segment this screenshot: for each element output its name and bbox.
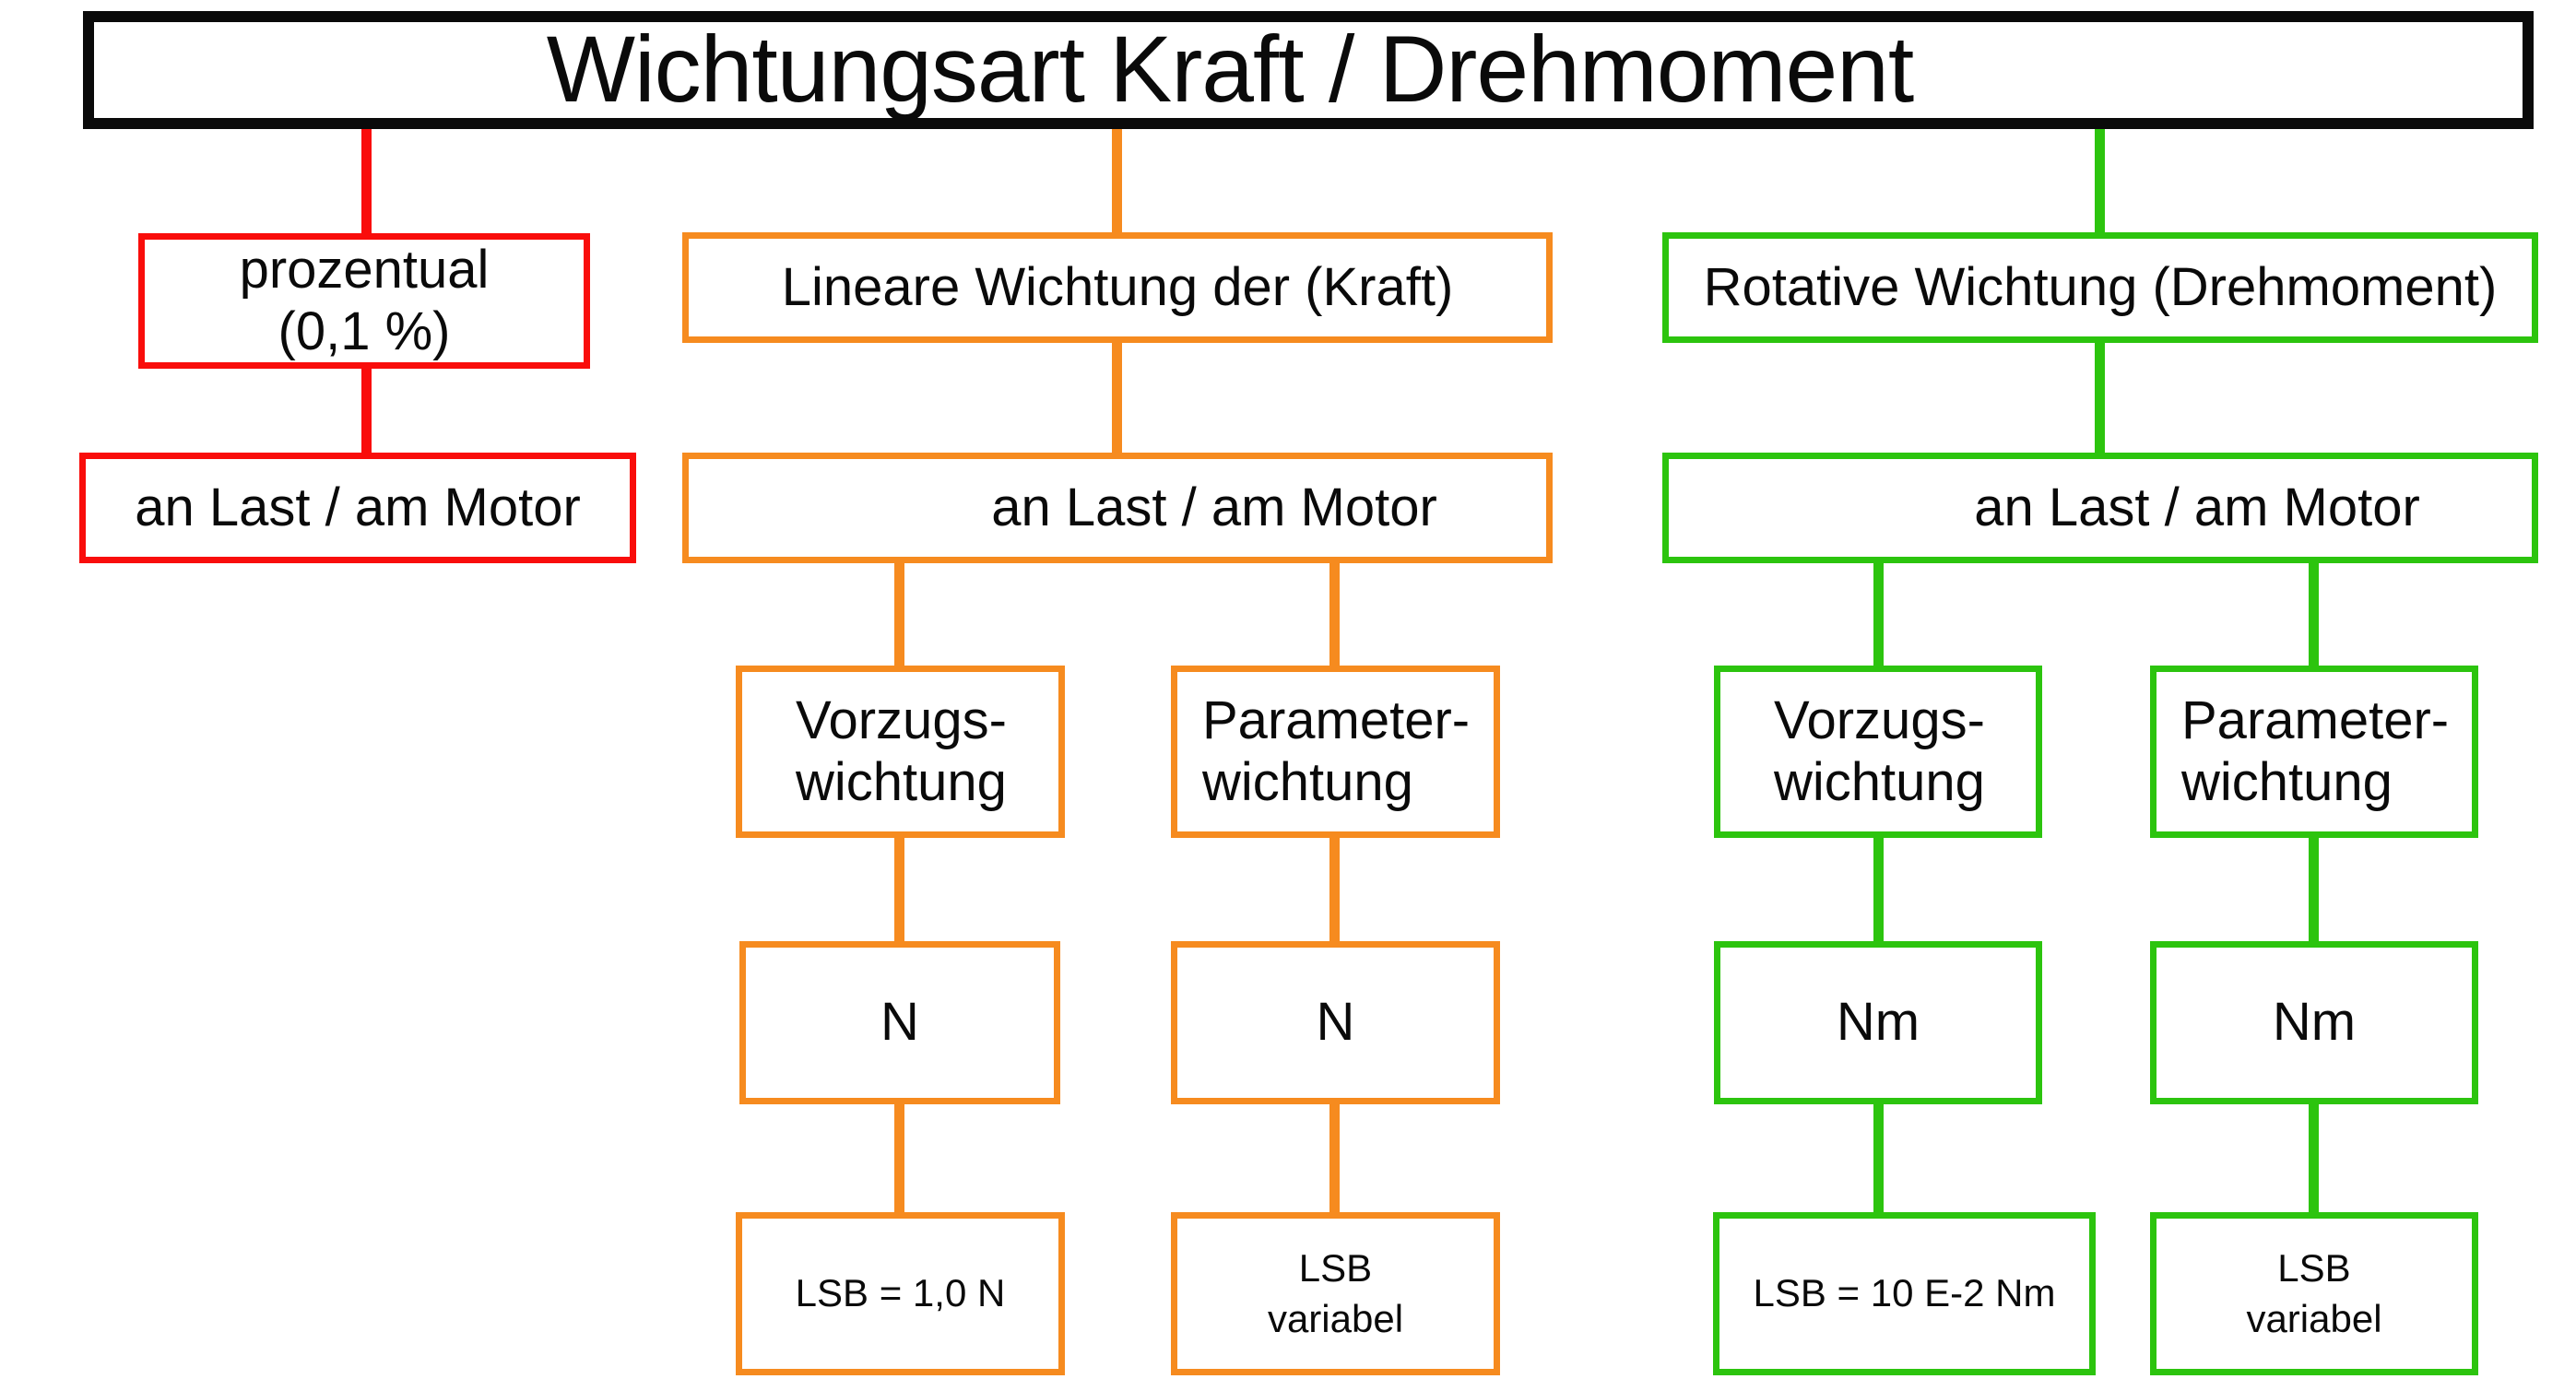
node-green-vorzugswichtung: Vorzugs- wichtung (1714, 666, 2042, 838)
connector-orange-unit-lsb-b (1329, 1104, 1340, 1212)
node-location-green: an Last / am Motor (1662, 453, 2538, 563)
connector-green-unit-lsb-b (2309, 1104, 2319, 1212)
node-green-parameterwichtung-line2: wichtung (2181, 751, 2393, 812)
node-location-red-label: an Last / am Motor (135, 477, 581, 537)
connector-orange-unit-lsb-a (894, 1104, 904, 1212)
node-location-orange-label: an Last / am Motor (991, 477, 1437, 537)
connector-orange-parameter-unit (1329, 838, 1340, 941)
node-orange-lsb-vorzugs-label: LSB = 1,0 N (795, 1271, 1006, 1315)
connector-title-prozentual (361, 129, 372, 233)
node-green-parameterwichtung-line1: Parameter- (2181, 690, 2450, 750)
node-prozentual-line2: (0,1 %) (278, 301, 451, 361)
connector-title-rotativ (2095, 129, 2105, 233)
node-rotative-wichtung: Rotative Wichtung (Drehmoment) (1662, 232, 2538, 343)
node-location-red: an Last / am Motor (79, 453, 636, 563)
node-orange-parameterwichtung: Parameter- wichtung (1171, 666, 1500, 838)
connector-green-vorzugs-unit (1873, 838, 1884, 941)
node-orange-unit-vorzugs: N (739, 941, 1060, 1104)
connector-green-location-parameter (2309, 563, 2319, 666)
connector-prozentual-location (361, 369, 372, 453)
node-green-vorzugswichtung-line1: Vorzugs- (1774, 690, 1985, 750)
node-orange-lsb-parameter-line2: variabel (1267, 1296, 1404, 1340)
connector-rotativ-location (2095, 343, 2105, 453)
connector-orange-vorzugs-unit (894, 838, 904, 941)
node-green-unit-parameter-label: Nm (2272, 992, 2357, 1053)
node-green-unit-vorzugs-label: Nm (1836, 992, 1920, 1053)
connector-green-parameter-unit (2309, 838, 2319, 941)
node-orange-lsb-vorzugs: LSB = 1,0 N (736, 1212, 1065, 1375)
node-orange-unit-vorzugs-label: N (880, 992, 919, 1053)
title-box: Wichtungsart Kraft / Drehmoment (83, 11, 2534, 129)
node-orange-parameterwichtung-line2: wichtung (1202, 751, 1413, 812)
connector-orange-location-vorzugs (894, 563, 904, 666)
node-green-lsb-vorzugs: LSB = 10 E-2 Nm (1713, 1212, 2096, 1375)
connector-linear-location (1112, 343, 1122, 453)
connector-title-linear (1112, 129, 1122, 233)
node-green-parameterwichtung: Parameter- wichtung (2150, 666, 2478, 838)
node-orange-vorzugswichtung-line2: wichtung (796, 751, 1007, 812)
node-green-lsb-parameter-line1: LSB (2277, 1245, 2351, 1290)
node-green-vorzugswichtung-line2: wichtung (1774, 751, 1985, 812)
node-lineare-wichtung: Lineare Wichtung der (Kraft) (682, 232, 1553, 343)
node-green-lsb-vorzugs-label: LSB = 10 E-2 Nm (1753, 1271, 2056, 1315)
page-title: Wichtungsart Kraft / Drehmoment (546, 17, 1915, 123)
node-prozentual: prozentual (0,1 %) (138, 233, 590, 369)
node-prozentual-line1: prozentual (239, 239, 490, 300)
node-rotative-wichtung-label: Rotative Wichtung (Drehmoment) (1703, 256, 2498, 317)
node-location-orange: an Last / am Motor (682, 453, 1553, 563)
connector-orange-location-parameter (1329, 563, 1340, 666)
node-orange-vorzugswichtung: Vorzugs- wichtung (736, 666, 1065, 838)
node-green-unit-vorzugs: Nm (1714, 941, 2042, 1104)
node-orange-unit-parameter: N (1171, 941, 1500, 1104)
node-green-unit-parameter: Nm (2150, 941, 2478, 1104)
node-orange-parameterwichtung-line1: Parameter- (1202, 690, 1471, 750)
connector-green-unit-lsb-a (1873, 1104, 1884, 1212)
node-green-lsb-parameter: LSB variabel (2150, 1212, 2478, 1375)
node-orange-lsb-parameter-line1: LSB (1298, 1245, 1373, 1290)
node-location-green-label: an Last / am Motor (1974, 477, 2420, 537)
node-orange-lsb-parameter: LSB variabel (1171, 1212, 1500, 1375)
connector-green-location-vorzugs (1873, 563, 1884, 666)
node-orange-unit-parameter-label: N (1316, 992, 1355, 1053)
node-lineare-wichtung-label: Lineare Wichtung der (Kraft) (781, 256, 1454, 317)
node-green-lsb-parameter-line2: variabel (2246, 1296, 2382, 1340)
node-orange-vorzugswichtung-line1: Vorzugs- (796, 690, 1007, 750)
